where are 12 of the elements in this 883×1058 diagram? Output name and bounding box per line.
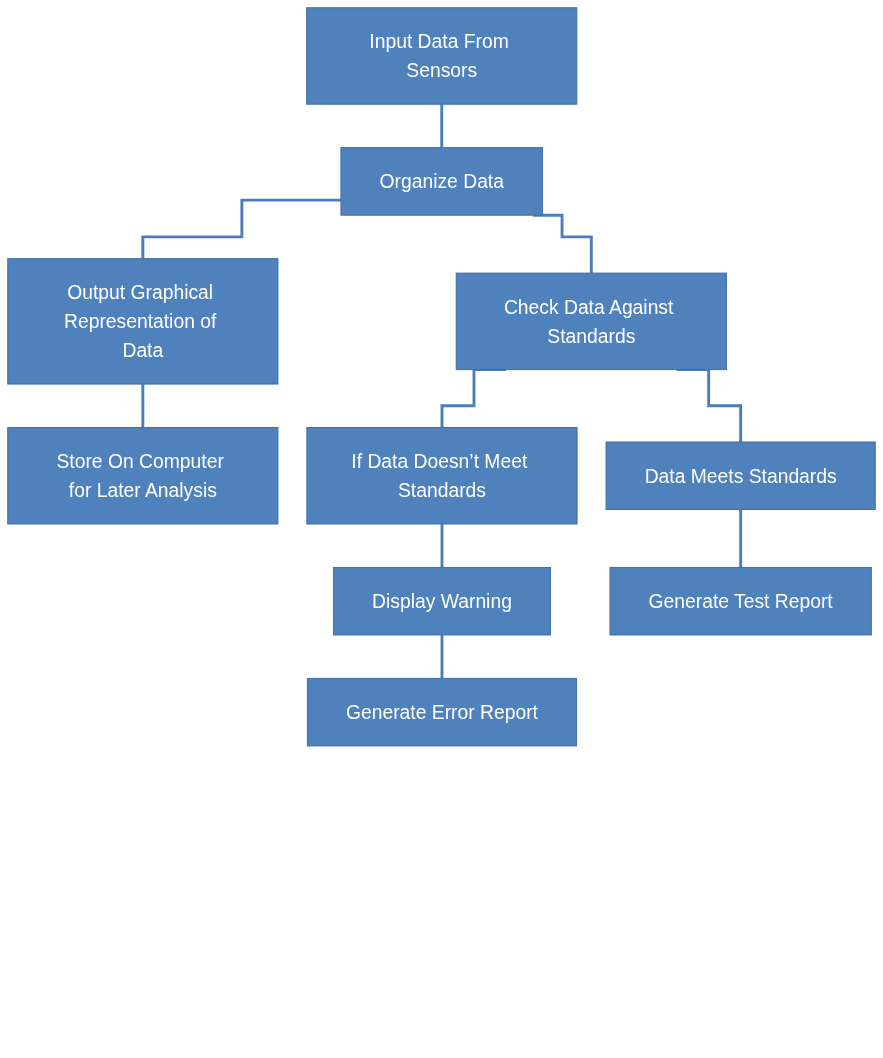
- node-box: Organize Data: [340, 147, 544, 216]
- node-box: Output Graphical Representation of Data: [7, 258, 279, 385]
- connector: [440, 633, 444, 680]
- node-box: If Data Doesn’t Meet Standards: [306, 427, 578, 525]
- node-box: Data Meets Standards: [605, 441, 876, 510]
- node-box: Generate Error Report: [306, 677, 578, 747]
- node-box: Store On Computer for Later Analysis: [7, 427, 279, 525]
- node-box: Input Data From Sensors: [306, 7, 578, 105]
- node-box: Display Warning: [333, 566, 551, 636]
- node-box: Check Data Against Standards: [455, 272, 727, 371]
- connector: [739, 508, 743, 569]
- node-box: Generate Test Report: [609, 566, 872, 636]
